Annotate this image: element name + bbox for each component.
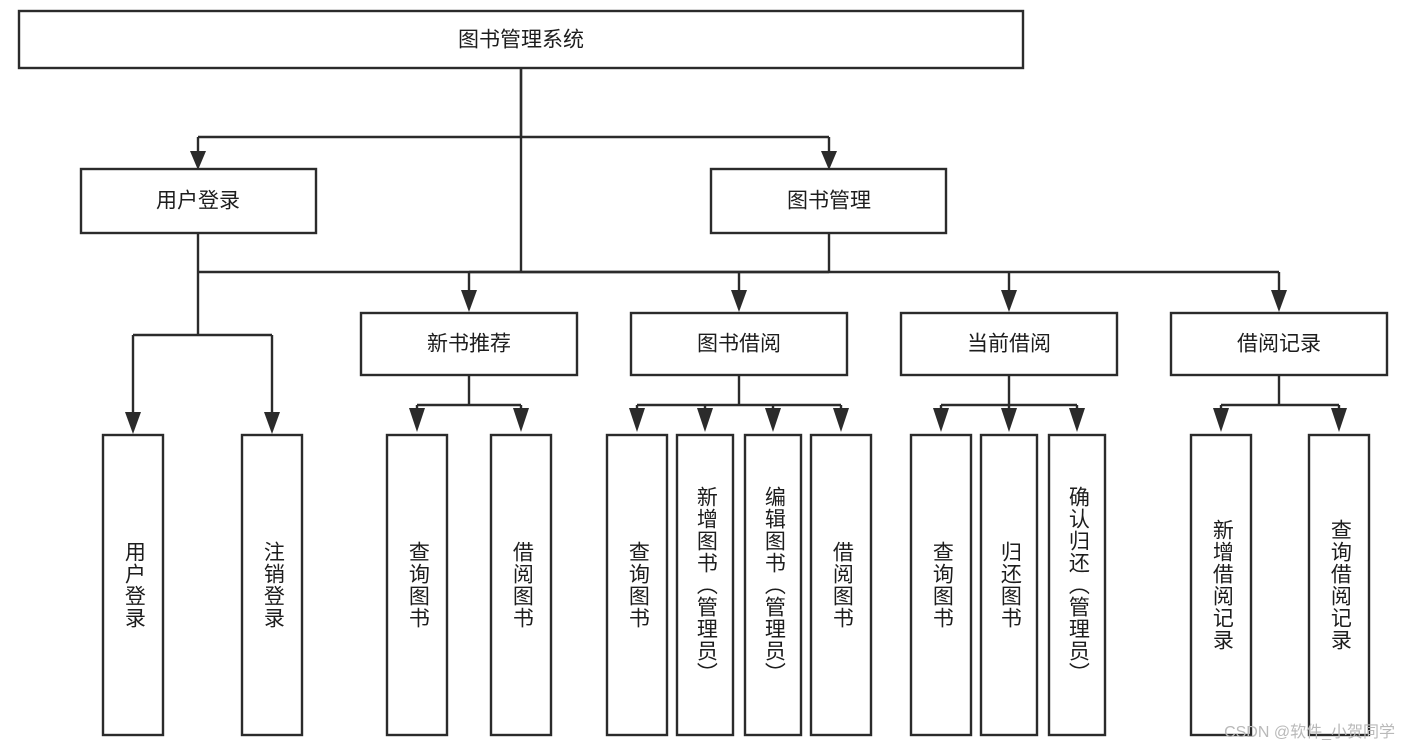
arrow-to-borrow-record	[1271, 290, 1287, 312]
arrow-to-leaf-borrow-book-2	[833, 408, 849, 432]
node-box-leaf-return-book[interactable]	[979, 433, 1039, 737]
csdn-watermark: CSDN @软件_小贺同学	[1224, 724, 1395, 741]
arrow-to-new-book-recommend	[461, 290, 477, 312]
arrow-to-book-management	[821, 151, 837, 170]
node-layer	[17, 9, 1389, 737]
label-title: 图书管理系统	[458, 29, 584, 52]
node-box-leaf-logout-login[interactable]	[240, 433, 304, 737]
node-box-leaf-add-record[interactable]	[1189, 433, 1253, 737]
arrow-to-leaf-user-login	[125, 412, 141, 434]
arrow-to-leaf-confirm-return	[1069, 408, 1085, 432]
node-box-borrow-record[interactable]	[1169, 311, 1389, 377]
label-book-management: 图书管理	[787, 190, 871, 213]
label-current-borrow: 当前借阅	[967, 333, 1051, 356]
node-box-leaf-borrow-book-2[interactable]	[809, 433, 873, 737]
node-box-user-login[interactable]	[79, 167, 318, 235]
arrow-to-leaf-add-book	[697, 408, 713, 432]
arrow-to-leaf-query-book-1	[409, 408, 425, 432]
arrow-to-leaf-return-book	[1001, 408, 1017, 432]
arrow-to-leaf-query-book-3	[933, 408, 949, 432]
label-user-login: 用户登录	[156, 190, 240, 213]
arrow-to-leaf-query-book-2	[629, 408, 645, 432]
node-box-book-borrow[interactable]	[629, 311, 849, 377]
arrow-to-leaf-add-record	[1213, 408, 1229, 432]
arrow-to-leaf-borrow-book-1	[513, 408, 529, 432]
node-box-title[interactable]	[17, 9, 1025, 70]
arrow-to-book-borrow	[731, 290, 747, 312]
node-box-new-book-recommend[interactable]	[359, 311, 579, 377]
arrow-to-current-borrow	[1001, 290, 1017, 312]
node-box-leaf-borrow-book-1[interactable]	[489, 433, 553, 737]
node-box-leaf-edit-book[interactable]	[743, 433, 803, 737]
node-box-leaf-query-book-3[interactable]	[909, 433, 973, 737]
node-box-book-management[interactable]	[709, 167, 948, 235]
arrow-to-leaf-query-record	[1331, 408, 1347, 432]
node-box-current-borrow[interactable]	[899, 311, 1119, 377]
node-box-leaf-add-book[interactable]	[675, 433, 735, 737]
horizontal-label-layer: 图书管理系统 用户登录 图书管理 新书推荐 图书借阅 当前借阅 借阅记录	[156, 29, 1321, 356]
node-box-leaf-query-record[interactable]	[1307, 433, 1371, 737]
node-box-leaf-query-book-1[interactable]	[385, 433, 449, 737]
arrow-to-leaf-logout-login	[264, 412, 280, 434]
label-new-book-recommend: 新书推荐	[427, 333, 511, 356]
label-book-borrow: 图书借阅	[697, 333, 781, 356]
node-box-leaf-query-book-2[interactable]	[605, 433, 669, 737]
label-borrow-record: 借阅记录	[1237, 333, 1321, 356]
node-box-leaf-confirm-return[interactable]	[1047, 433, 1107, 737]
arrow-to-user-login	[190, 151, 206, 170]
connector-layer	[125, 68, 1347, 434]
arrow-to-leaf-edit-book	[765, 408, 781, 432]
node-box-leaf-user-login[interactable]	[101, 433, 165, 737]
